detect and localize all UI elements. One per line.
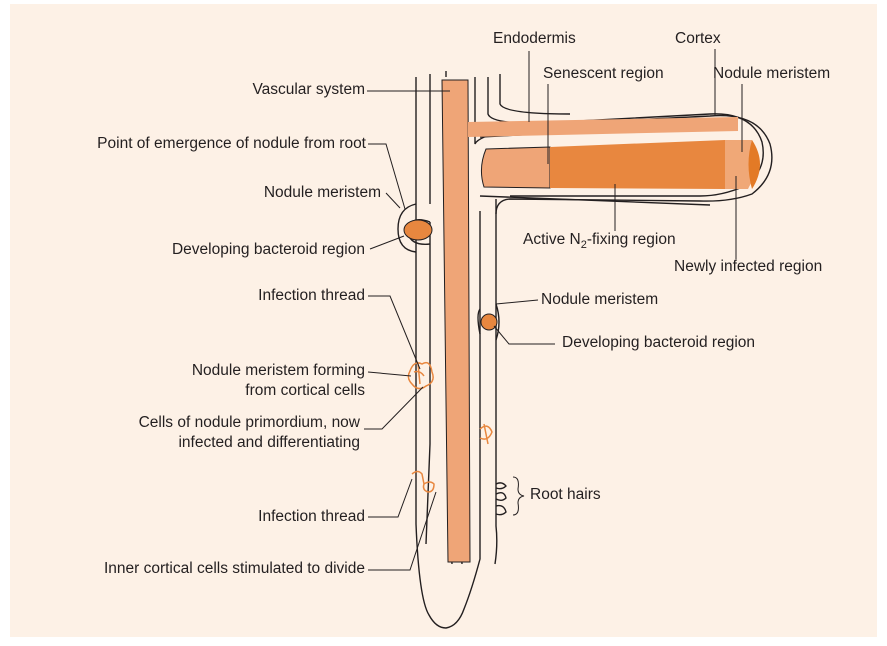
leader-inner-cortical [368, 492, 436, 570]
leader-meristem-forming [368, 372, 411, 376]
diagram-drawing [10, 4, 877, 637]
label-point-of-emergence: Point of emergence of nodule from root [97, 134, 366, 154]
vascular-branch [468, 117, 738, 137]
active-fixing-region [550, 140, 725, 189]
leader-infection-lower [368, 479, 412, 517]
label-developing-bacteroid-right: Developing bacteroid region [562, 333, 755, 353]
label-active-fixing-region: Active N2-fixing region [523, 230, 676, 250]
label-infection-thread-lower: Infection thread [258, 507, 365, 527]
label-primordium-line2: infected and differentiating [178, 433, 360, 453]
label-infection-thread-upper: Infection thread [258, 286, 365, 306]
right-bacteroid-region [481, 314, 497, 330]
leader-meristem-left [386, 193, 400, 208]
nodule-diagram-figure: Endodermis Cortex Senescent region Nodul… [10, 4, 877, 637]
label-inner-cortical-cells: Inner cortical cells stimulated to divid… [104, 559, 365, 579]
leader-bacteroid-right [494, 326, 555, 344]
label-senescent-region: Senescent region [543, 64, 664, 84]
label-meristem-forming-line1: Nodule meristem forming [192, 361, 365, 381]
root-hair-1 [496, 483, 506, 489]
label-meristem-forming-line2: from cortical cells [245, 381, 365, 401]
label-endodermis: Endodermis [493, 29, 576, 49]
leader-primordium [364, 387, 423, 429]
label-newly-infected-region: Newly infected region [674, 257, 822, 277]
leader-bacteroid-left [370, 236, 404, 249]
senescent-region [481, 147, 550, 188]
leader-meristem-right [496, 300, 538, 304]
root-hairs-brace [513, 477, 524, 515]
label-root-hairs: Root hairs [530, 485, 601, 505]
cortex-right [495, 199, 497, 564]
root-hair-2 [496, 493, 506, 501]
label-cortex: Cortex [675, 29, 721, 49]
label-developing-bacteroid-left: Developing bacteroid region [172, 240, 365, 260]
label-nodule-meristem-right: Nodule meristem [541, 290, 658, 310]
label-nodule-meristem-left: Nodule meristem [264, 183, 381, 203]
label-nodule-meristem-tip: Nodule meristem [713, 64, 830, 84]
infection-thread-mid [480, 424, 492, 444]
leader-infection-upper [368, 296, 420, 369]
vascular-strand [442, 80, 470, 562]
left-bacteroid-region [404, 220, 432, 240]
root-hair-3 [496, 506, 506, 515]
cortex-left [426, 74, 430, 544]
label-vascular-system: Vascular system [252, 80, 365, 100]
label-primordium-line1: Cells of nodule primordium, now [139, 413, 360, 433]
